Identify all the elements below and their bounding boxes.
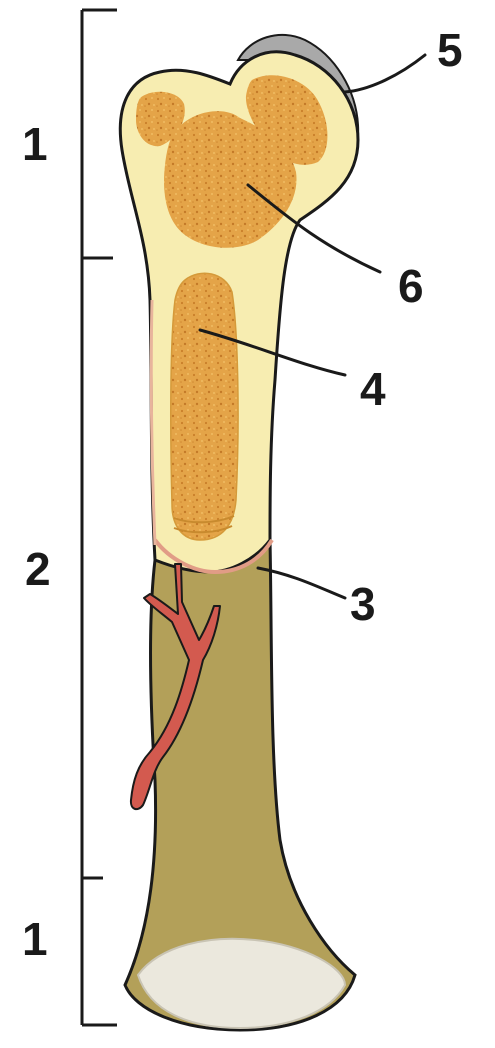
callout-3: 3: [350, 578, 376, 630]
label-epiphysis-top: 1: [22, 118, 48, 170]
region-brackets: [82, 10, 117, 1025]
label-epiphysis-bottom: 1: [22, 913, 48, 965]
leader-line-5: [345, 55, 425, 92]
medullary-cavity: [171, 273, 238, 540]
callout-5: 5: [437, 24, 463, 76]
label-diaphysis: 2: [25, 543, 51, 595]
callout-6: 6: [398, 260, 424, 312]
callout-4: 4: [360, 363, 386, 415]
